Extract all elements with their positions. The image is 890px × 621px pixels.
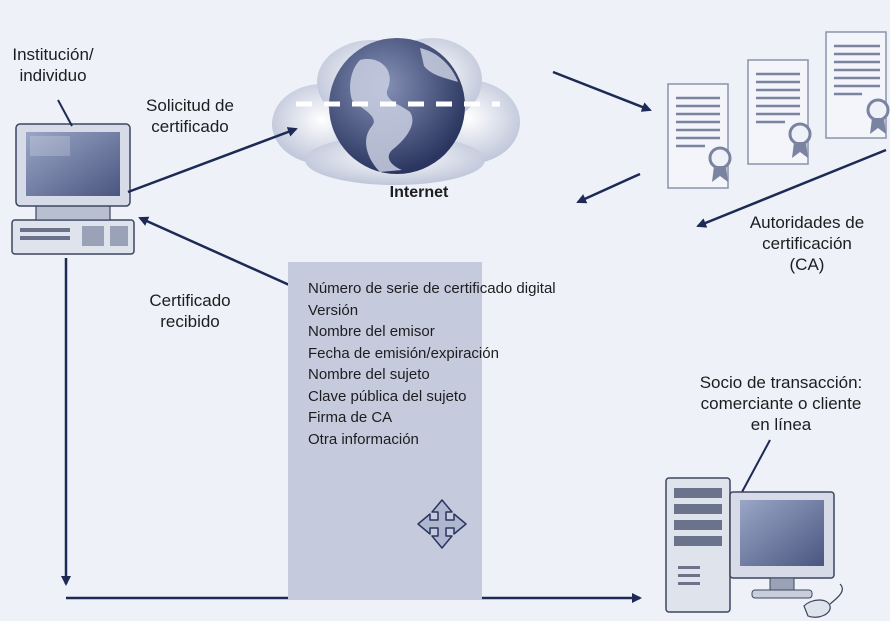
institution-computer-icon (11, 123, 135, 255)
internet-to-ca-arrow (552, 70, 652, 112)
certificate-icon (825, 31, 890, 139)
list-item: Nombre del emisor (308, 323, 435, 340)
certificate-icon (747, 59, 812, 165)
certificate-request-label: Solicitud de certificado (146, 96, 234, 136)
list-item: Clave pública del sujeto (308, 387, 467, 405)
certificate-info-panel: Número de serie de certificado digital V… (288, 262, 556, 600)
certificate-icon (667, 83, 732, 189)
certificate-fields-list: Número de serie de certificado digital V… (308, 278, 556, 450)
institution-label: Institución/ individuo (12, 45, 94, 85)
list-item: Otra información (308, 430, 419, 448)
list-item: Fecha de emisión/expiración (308, 344, 499, 362)
certificate-received-label: Certificado recibido (149, 291, 231, 331)
request-arrow (127, 127, 298, 194)
list-item: Firma de CA (308, 409, 393, 426)
ca-to-internet-arrow (576, 172, 641, 204)
certificate-received-arrow (138, 216, 297, 290)
server-tower-icon (665, 477, 731, 613)
list-item: Número de serie de certificado digital (308, 280, 556, 297)
internet-label: Internet (389, 184, 449, 201)
ca-return-arrow (696, 148, 887, 228)
list-item: Versión (308, 301, 359, 319)
partner-monitor-icon (729, 491, 835, 599)
list-item: Nombre del sujeto (308, 366, 430, 383)
institution-callout-line (57, 99, 73, 127)
mouse-icon (803, 583, 843, 618)
globe-icon (296, 38, 500, 174)
transaction-partner-label: Socio de transacción: comerciante o clie… (699, 373, 863, 434)
four-way-arrow-icon (417, 499, 467, 549)
partner-callout-line (741, 439, 771, 493)
certificate-authorities-label: Autoridades de certificación (CA) (749, 213, 865, 274)
